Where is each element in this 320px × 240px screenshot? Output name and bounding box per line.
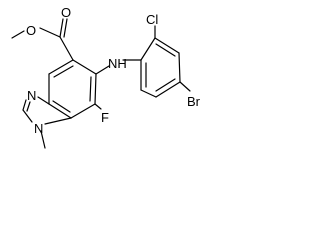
bond-ar1-ar2: [140, 37, 156, 61]
bond-methyl-o: [11, 30, 25, 39]
bond-o-carbonyl-c: [39, 27, 61, 38]
atom-fluoro: F: [101, 110, 109, 125]
bond-carbonyl-double-2: [63, 18, 68, 38]
bond-ar4-ar5-inner: [155, 78, 176, 92]
bond-c5-c6: [72, 59, 97, 75]
bond-carbonyl-double-1: [59, 18, 64, 38]
bond-c7a-c3a: [48, 103, 72, 119]
atom-ester-o-carbonyl: O: [61, 5, 71, 20]
bond-c7a-c3a-inner: [52, 100, 71, 113]
bond-ar5-ar6: [140, 89, 157, 98]
structure-canvas: O O NH Cl Br F N N: [11, 5, 201, 149]
bond-c7-f: [94, 103, 102, 110]
bond-n3-c2: [22, 99, 27, 111]
bond-c7-c7a: [70, 103, 96, 119]
atom-chloro: Cl: [146, 12, 158, 27]
bond-ar4-br: [179, 81, 191, 92]
bond-ar4-ar5: [155, 81, 181, 98]
atom-imidazole-n1: N: [34, 121, 43, 136]
bond-n3-c2-inner: [26, 101, 31, 112]
atom-amine-nh: NH: [108, 56, 127, 71]
atom-ester-o-methyl: O: [26, 23, 36, 38]
bond-c6-c7: [94, 73, 97, 105]
bond-ar2-ar3-inner: [155, 43, 176, 57]
molecule-drawing: O O NH Cl Br F N N: [11, 5, 201, 149]
bond-c6-c7-inner: [89, 76, 92, 102]
bond-n1-methyl: [40, 130, 46, 149]
bond-ar2-ar3: [154, 37, 180, 54]
atom-imidazole-n3: N: [27, 88, 36, 103]
bond-n1-c7a: [44, 117, 72, 125]
bond-ar3-ar4: [178, 52, 181, 83]
bond-c4-c5: [48, 59, 74, 75]
bond-c6-nh: [95, 65, 110, 75]
bond-c4-c5-inner: [53, 65, 74, 78]
bond-c3a-n3: [37, 96, 50, 105]
bond-c2-n1: [22, 109, 33, 123]
atom-bromo: Br: [187, 94, 201, 109]
bond-carbonyl-ring: [59, 36, 74, 61]
